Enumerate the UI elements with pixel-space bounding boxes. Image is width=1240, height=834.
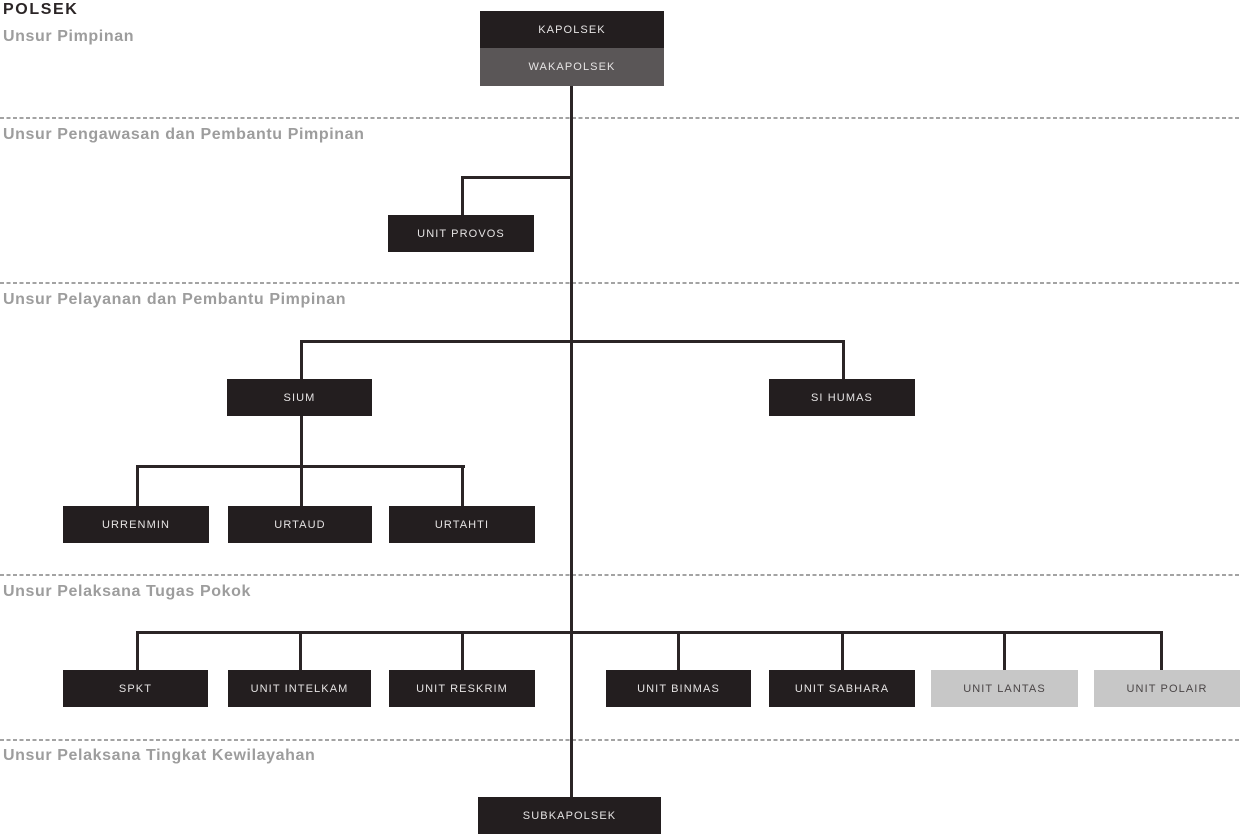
connector-urtaud-drop bbox=[300, 465, 303, 506]
connector-pokok-horizontal bbox=[136, 631, 1163, 634]
connector-provos-horizontal bbox=[461, 176, 573, 179]
connector-polair-drop bbox=[1160, 631, 1163, 670]
node-unit-lantas: UNIT LANTAS bbox=[931, 670, 1078, 707]
node-unit-provos: UNIT PROVOS bbox=[388, 215, 534, 252]
node-wakapolsek-label: WAKAPOLSEK bbox=[528, 61, 616, 73]
node-urtahti: URTAHTI bbox=[389, 506, 535, 543]
connector-pelayanan-horizontal bbox=[300, 340, 845, 343]
node-urrenmin: URRENMIN bbox=[63, 506, 209, 543]
node-spkt: SPKT bbox=[63, 670, 208, 707]
connector-urtahti-drop bbox=[461, 465, 464, 506]
connector-sium-child-stem bbox=[300, 416, 303, 467]
connector-intelkam-drop bbox=[299, 631, 302, 670]
node-spkt-label: SPKT bbox=[118, 682, 153, 695]
node-subkapolsek-label: SUBKAPOLSEK bbox=[522, 809, 617, 822]
node-sium-label: SIUM bbox=[283, 391, 316, 404]
connector-sium-drop bbox=[300, 340, 303, 379]
connector-trunk-vertical bbox=[570, 86, 573, 797]
node-unit-polair: UNIT POLAIR bbox=[1094, 670, 1240, 707]
section-divider-3 bbox=[0, 574, 1240, 576]
node-urtaud-label: URTAUD bbox=[274, 518, 326, 531]
node-unit-lantas-label: UNIT LANTAS bbox=[963, 682, 1046, 695]
connector-urrenmin-drop bbox=[136, 465, 139, 506]
connector-sihumas-drop bbox=[842, 340, 845, 379]
node-unit-reskrim: UNIT RESKRIM bbox=[389, 670, 535, 707]
node-subkapolsek: SUBKAPOLSEK bbox=[478, 797, 661, 834]
node-unit-binmas: UNIT BINMAS bbox=[606, 670, 751, 707]
node-si-humas-label: SI HUMAS bbox=[811, 391, 873, 404]
connector-lantas-drop bbox=[1003, 631, 1006, 670]
section-heading-pengawasan: Unsur Pengawasan dan Pembantu Pimpinan bbox=[3, 126, 365, 143]
section-heading-pelayanan: Unsur Pelayanan dan Pembantu Pimpinan bbox=[3, 291, 347, 308]
node-unit-intelkam: UNIT INTELKAM bbox=[228, 670, 371, 707]
section-divider-1 bbox=[0, 117, 1240, 119]
chart-title: POLSEK bbox=[3, 1, 79, 18]
node-unit-provos-label: UNIT PROVOS bbox=[417, 227, 505, 240]
section-divider-4 bbox=[0, 739, 1240, 741]
section-heading-pimpinan: Unsur Pimpinan bbox=[3, 28, 135, 45]
node-unit-sabhara: UNIT SABHARA bbox=[769, 670, 915, 707]
node-unit-sabhara-label: UNIT SABHARA bbox=[794, 682, 890, 695]
section-divider-2 bbox=[0, 282, 1240, 284]
node-urtahti-label: URTAHTI bbox=[434, 518, 490, 531]
section-heading-kewilayahan: Unsur Pelaksana Tingkat Kewilayahan bbox=[3, 747, 316, 764]
connector-provos-drop bbox=[461, 176, 464, 215]
node-unit-intelkam-label: UNIT INTELKAM bbox=[250, 682, 349, 695]
connector-reskrim-drop bbox=[461, 631, 464, 670]
node-unit-reskrim-label: UNIT RESKRIM bbox=[416, 682, 508, 695]
node-urrenmin-label: URRENMIN bbox=[101, 518, 171, 531]
node-kapolsek-label: KAPOLSEK bbox=[538, 23, 606, 36]
node-unit-polair-label: UNIT POLAIR bbox=[1126, 682, 1208, 695]
node-unit-binmas-label: UNIT BINMAS bbox=[637, 682, 720, 695]
node-urtaud: URTAUD bbox=[228, 506, 372, 543]
node-kapolsek: KAPOLSEK bbox=[480, 11, 664, 48]
connector-sabhara-drop bbox=[841, 631, 844, 670]
node-sium: SIUM bbox=[227, 379, 372, 416]
node-si-humas: SI HUMAS bbox=[769, 379, 915, 416]
connector-spkt-drop bbox=[136, 631, 139, 670]
connector-binmas-drop bbox=[677, 631, 680, 670]
node-wakapolsek: WAKAPOLSEK bbox=[480, 48, 664, 86]
section-heading-pelaksana-pokok: Unsur Pelaksana Tugas Pokok bbox=[3, 583, 251, 600]
